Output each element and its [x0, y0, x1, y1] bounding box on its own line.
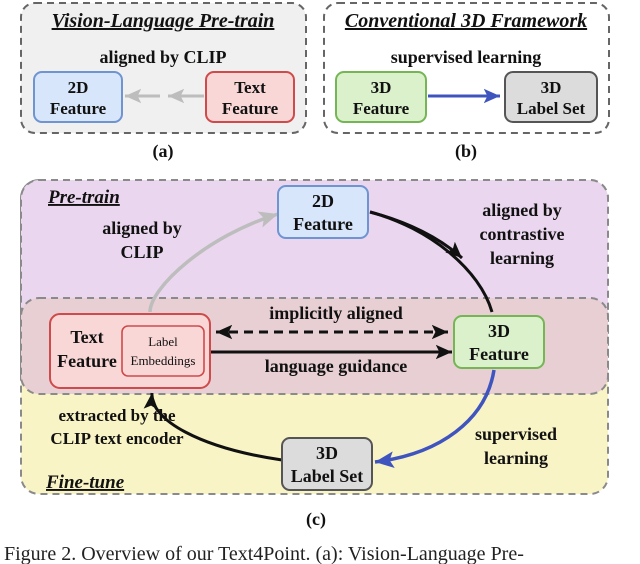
figure-caption: Figure 2. Overview of our Text4Point. (a…	[4, 543, 524, 564]
panel-a-2d-line2: Feature	[50, 99, 107, 118]
ann-supervised-line1: supervised	[475, 424, 557, 444]
ann-implicit: implicitly aligned	[269, 303, 403, 323]
pretrain-label: Pre-train	[47, 187, 120, 208]
c-2d-line1: 2D	[312, 191, 334, 211]
panel-a-subtitle: aligned by CLIP	[99, 47, 226, 67]
panel-a-text-line2: Feature	[222, 99, 279, 118]
c-2d-line2: Feature	[293, 214, 353, 234]
c-label-line2: Label Set	[291, 466, 364, 486]
arrow-text-to-2d	[148, 211, 279, 313]
c-text-line2: Feature	[57, 351, 117, 371]
c-3d-feature-box	[453, 315, 545, 369]
panel-b-subtitle: supervised learning	[391, 47, 542, 67]
c-label-embeddings-box	[121, 325, 205, 377]
arrow-3d-to-labelset	[374, 369, 496, 469]
c-label-set-box	[281, 437, 373, 491]
ann-extracted-line2: CLIP text encoder	[50, 429, 184, 448]
panel-b: Conventional 3D Framework supervised lea…	[323, 2, 610, 162]
c-embed-line1: Label	[148, 334, 178, 349]
panel-a-2d-line1: 2D	[68, 78, 89, 97]
finetune-label: Fine-tune	[45, 472, 125, 493]
c-2d-feature-box	[277, 185, 369, 239]
panel-b-label-set-box	[504, 71, 598, 123]
ann-clip-line1: aligned by	[102, 218, 182, 238]
ann-extracted-line1: extracted by the	[58, 406, 176, 425]
ann-contrastive-line3: learning	[490, 248, 554, 268]
panel-b-label: (b)	[455, 141, 477, 162]
c-3d-line2: Feature	[469, 344, 529, 364]
panel-b-3d-line2: Feature	[353, 99, 410, 118]
panel-b-label-line1: 3D	[541, 78, 562, 97]
ann-contrastive-line1: aligned by	[482, 200, 562, 220]
c-text-line1: Text	[70, 327, 103, 347]
panel-a: Vision-Language Pre-train aligned by CLI…	[20, 2, 307, 162]
panel-a-text-line1: Text	[234, 78, 266, 97]
panel-a-2d-feature-box	[33, 71, 123, 123]
arrow-2d-to-3d-head	[369, 210, 464, 260]
c-embed-line2: Embeddings	[131, 353, 196, 368]
c-3d-line1: 3D	[488, 321, 510, 341]
panel-c: Pre-train Fine-tune 2D Feature Text Feat…	[20, 179, 609, 530]
c-label-line1: 3D	[316, 443, 338, 463]
panel-b-label-line2: Label Set	[517, 99, 586, 118]
panel-a-title: Vision-Language Pre-train	[52, 10, 275, 32]
ann-clip-line2: CLIP	[120, 242, 163, 262]
panel-b-3d-feature-box	[335, 71, 427, 123]
panel-b-title: Conventional 3D Framework	[345, 10, 587, 32]
panel-a-text-feature-box	[205, 71, 295, 123]
panel-c-label: (c)	[306, 509, 326, 530]
panel-b-3d-line1: 3D	[371, 78, 392, 97]
ann-guidance: language guidance	[265, 356, 408, 376]
ann-contrastive-line2: contrastive	[480, 224, 565, 244]
ann-supervised-line2: learning	[484, 448, 548, 468]
panel-a-label: (a)	[153, 141, 174, 162]
arrow-labelset-to-text	[143, 392, 283, 462]
